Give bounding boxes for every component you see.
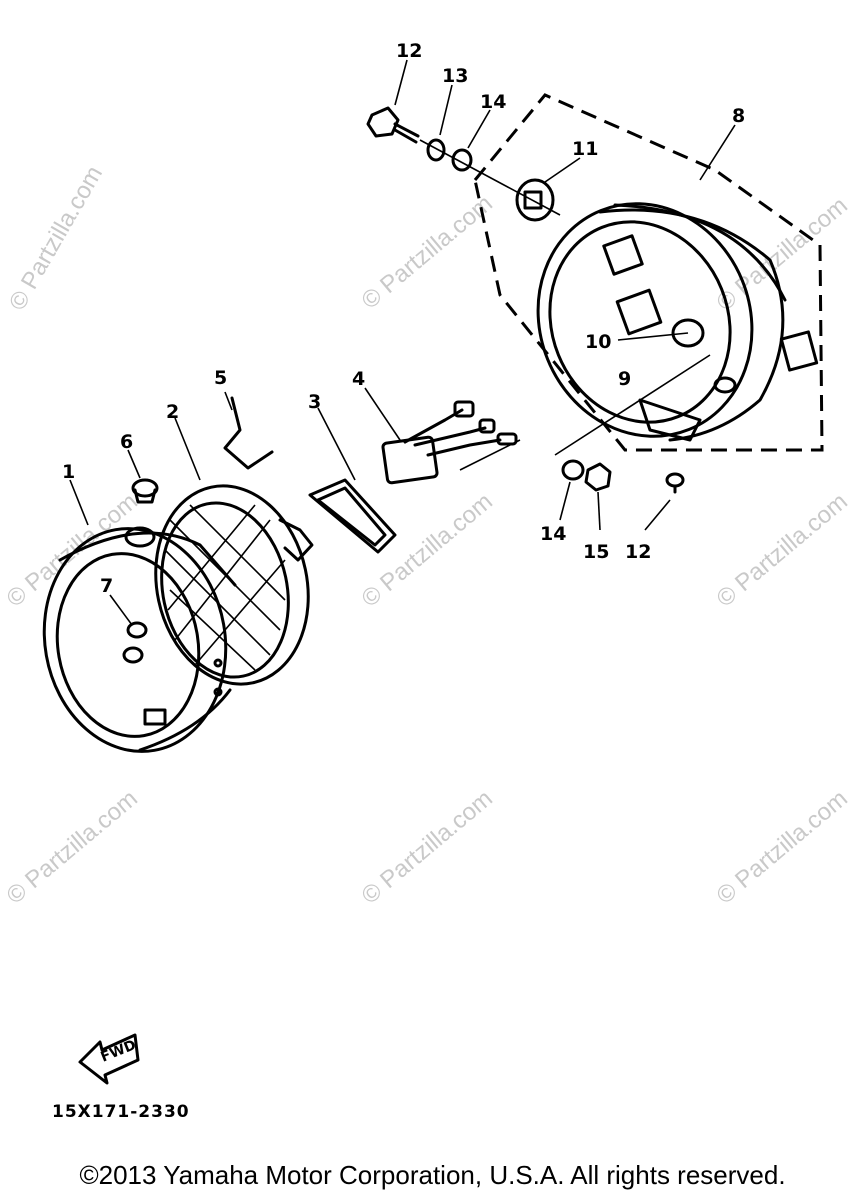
forward-arrow-icon: FWD [78,1033,140,1085]
callout-15: 15 [583,541,609,563]
diagram-code: 15X171-2330 [52,1102,190,1122]
grommet-part [515,178,555,222]
watermark-tile: © Partzilla.com [712,785,853,910]
callout-leaders [69,59,736,626]
copyright-notice: ©2013 Yamaha Motor Corporation, U.S.A. A… [79,1160,786,1190]
rim-screw-part [131,478,159,504]
callout-7: 7 [100,575,113,597]
callout-3: 3 [308,391,321,413]
callout-14-bottom: 14 [540,523,566,545]
callout-14-top: 14 [480,91,506,113]
callout-labels: 1 2 3 4 5 6 7 8 9 10 11 12 13 14 14 15 1… [62,40,745,597]
watermark-tile: © Partzilla.com [712,488,853,613]
callout-2: 2 [166,401,179,423]
callout-12-top: 12 [396,40,422,62]
lens-pattern [164,504,286,671]
callout-6: 6 [120,431,133,453]
callout-11: 11 [572,138,598,160]
spring-clip-part [223,396,274,470]
watermark-tile: © Partzilla.com [357,190,498,315]
callout-13: 13 [442,65,468,87]
callout-1: 1 [62,461,75,483]
headlight-rim-part [42,526,237,753]
callout-9: 9 [618,368,631,390]
callout-8: 8 [732,105,745,127]
socket-harness-part [381,400,521,485]
watermark-tile: © Partzilla.com [357,785,498,910]
headlight-case-part [473,93,824,452]
callout-12-bottom: 12 [625,541,651,563]
callout-10: 10 [585,331,611,353]
watermark-tile: © Partzilla.com [2,785,143,910]
boot-part [308,478,397,554]
lower-fasteners [554,354,711,494]
watermark-tile: © Partzilla.com [2,488,143,613]
callout-5: 5 [214,367,227,389]
callout-4: 4 [352,368,365,390]
lens-unit-part [154,484,314,686]
watermark-side: © Partzilla.com [4,161,108,315]
bolt-washer-set-top [366,106,561,216]
